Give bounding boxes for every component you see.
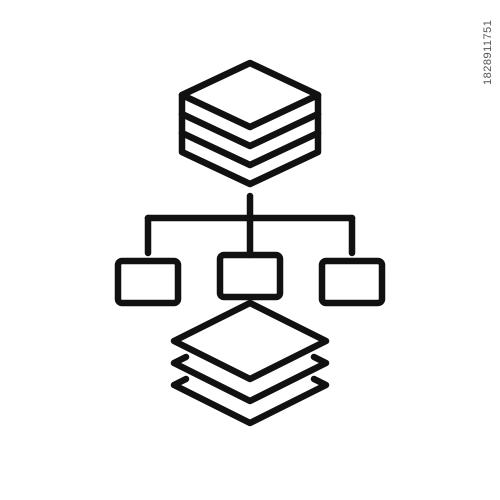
child-node-right [318, 257, 386, 307]
database-stripe-2 [178, 129, 322, 169]
layers-stack-icon [170, 299, 330, 427]
database-stripe-1 [178, 110, 322, 150]
layer-top [170, 299, 330, 383]
stock-id-watermark: 1828911751 [482, 20, 494, 86]
database-top-face [178, 59, 322, 131]
child-node-center [216, 251, 284, 301]
child-nodes [114, 251, 386, 307]
layer-middle [170, 353, 330, 405]
database-stack-icon [178, 59, 322, 188]
child-node-left [114, 257, 182, 307]
layer-bottom [170, 375, 330, 427]
hierarchy-connector [144, 192, 356, 259]
